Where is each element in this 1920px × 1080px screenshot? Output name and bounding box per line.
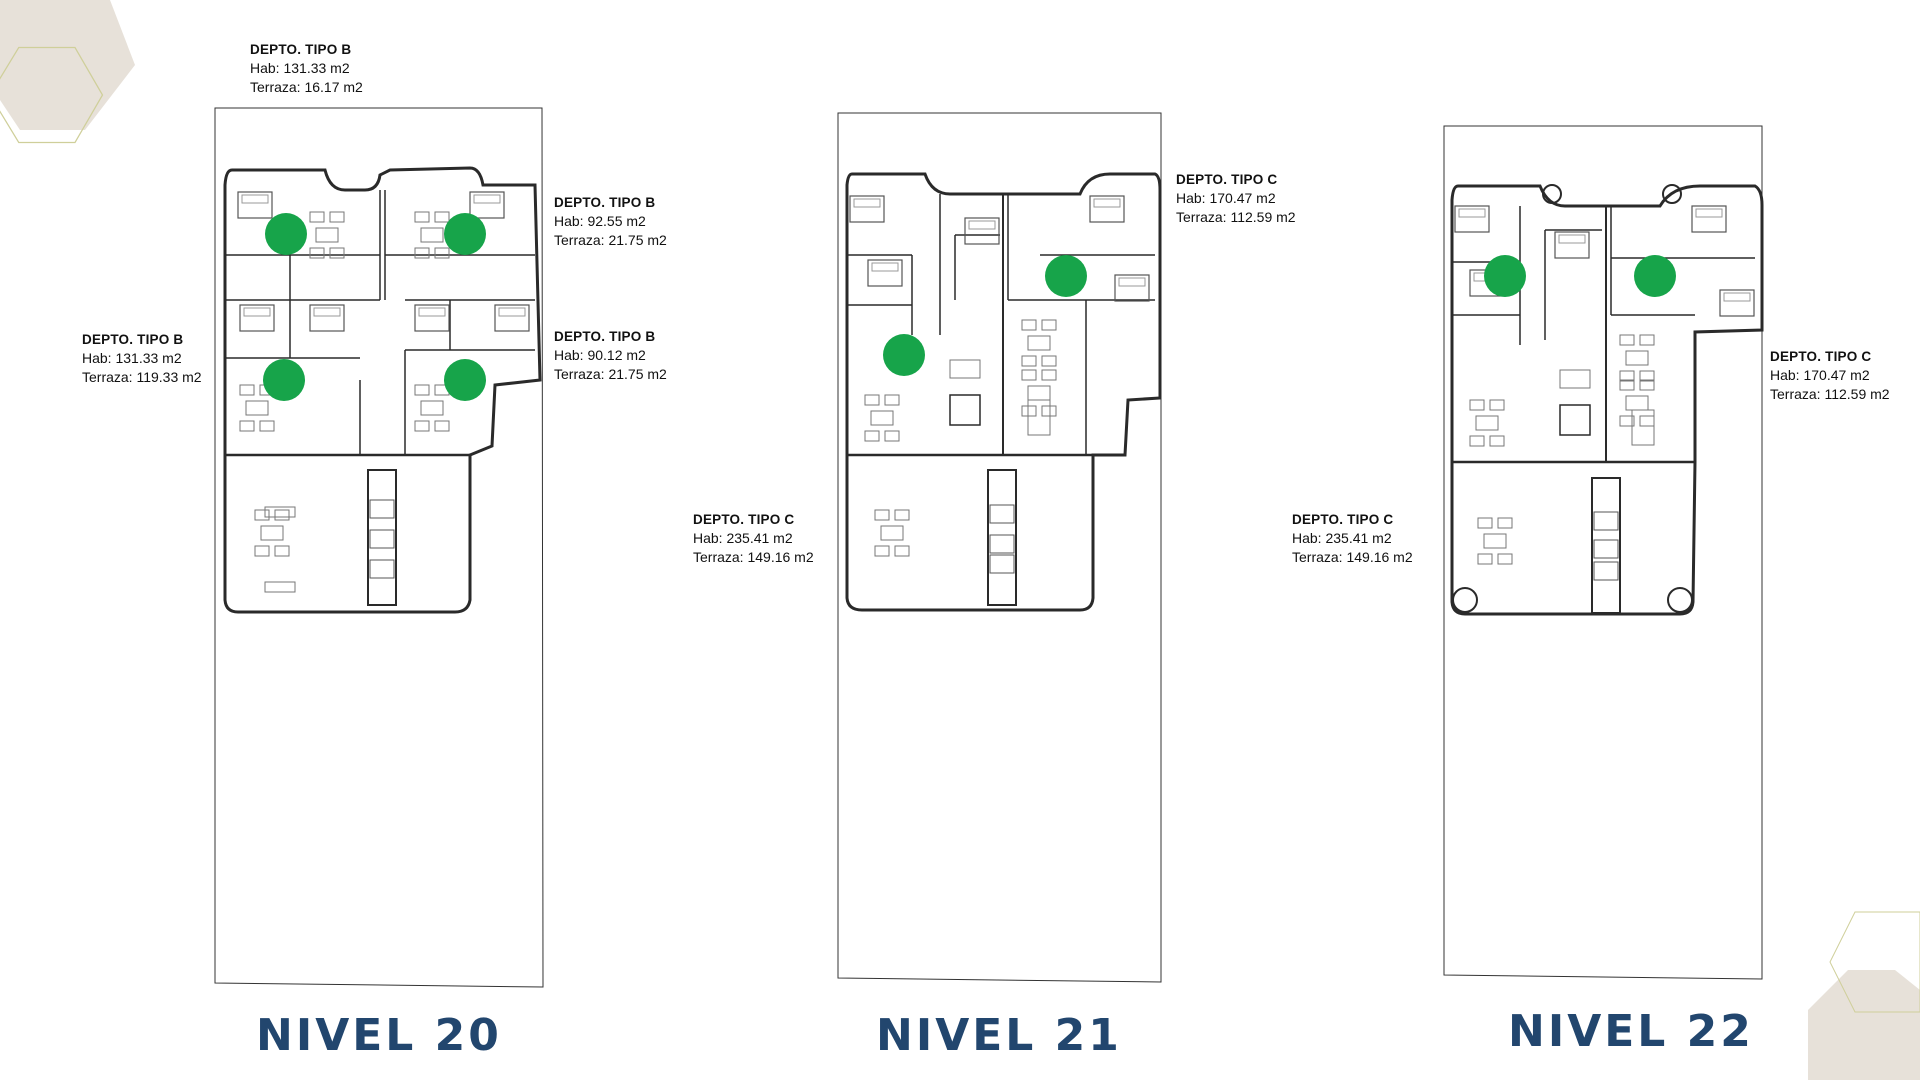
unit-marker[interactable] bbox=[883, 334, 925, 376]
unit-title: DEPTO. TIPO C bbox=[1176, 172, 1278, 187]
site-outline-nivel-20 bbox=[214, 107, 544, 988]
unit-label: DEPTO. TIPO C Hab: 235.41 m2 Terraza: 14… bbox=[693, 510, 814, 567]
plan-nivel-21 bbox=[837, 112, 1162, 983]
hexagon-top-left-outline bbox=[0, 46, 104, 144]
unit-label: DEPTO. TIPO C Hab: 170.47 m2 Terraza: 11… bbox=[1176, 170, 1296, 227]
unit-hab: Hab: 235.41 m2 bbox=[693, 530, 793, 546]
unit-hab: Hab: 170.47 m2 bbox=[1176, 190, 1276, 206]
unit-hab: Hab: 90.12 m2 bbox=[554, 347, 646, 363]
unit-terraza: Terraza: 119.33 m2 bbox=[82, 369, 202, 385]
unit-title: DEPTO. TIPO C bbox=[1292, 512, 1394, 527]
unit-label: DEPTO. TIPO B Hab: 131.33 m2 Terraza: 11… bbox=[82, 330, 202, 387]
unit-hab: Hab: 131.33 m2 bbox=[82, 350, 182, 366]
unit-marker[interactable] bbox=[1484, 255, 1526, 297]
unit-terraza: Terraza: 149.16 m2 bbox=[1292, 549, 1413, 565]
unit-label: DEPTO. TIPO B Hab: 131.33 m2 Terraza: 16… bbox=[250, 40, 363, 97]
unit-title: DEPTO. TIPO B bbox=[82, 332, 184, 347]
unit-hab: Hab: 131.33 m2 bbox=[250, 60, 350, 76]
unit-terraza: Terraza: 112.59 m2 bbox=[1770, 386, 1890, 402]
site-outline-nivel-22 bbox=[1443, 125, 1763, 980]
unit-marker[interactable] bbox=[444, 359, 486, 401]
unit-title: DEPTO. TIPO B bbox=[554, 195, 656, 210]
unit-marker[interactable] bbox=[1634, 255, 1676, 297]
unit-terraza: Terraza: 112.59 m2 bbox=[1176, 209, 1296, 225]
unit-terraza: Terraza: 21.75 m2 bbox=[554, 232, 667, 248]
hexagon-bottom-right-outline bbox=[1829, 911, 1920, 1013]
unit-hab: Hab: 92.55 m2 bbox=[554, 213, 646, 229]
unit-title: DEPTO. TIPO B bbox=[554, 329, 656, 344]
unit-title: DEPTO. TIPO C bbox=[1770, 349, 1872, 364]
unit-label: DEPTO. TIPO B Hab: 90.12 m2 Terraza: 21.… bbox=[554, 327, 667, 384]
unit-marker[interactable] bbox=[265, 213, 307, 255]
unit-label: DEPTO. TIPO B Hab: 92.55 m2 Terraza: 21.… bbox=[554, 193, 667, 250]
hexagon-bottom-right-fill bbox=[1808, 970, 1920, 1080]
walls-nivel-20 bbox=[223, 166, 542, 614]
unit-label: DEPTO. TIPO C Hab: 235.41 m2 Terraza: 14… bbox=[1292, 510, 1413, 567]
walls-nivel-22 bbox=[1450, 184, 1764, 616]
plan-nivel-20 bbox=[214, 107, 544, 988]
unit-terraza: Terraza: 21.75 m2 bbox=[554, 366, 667, 382]
unit-hab: Hab: 235.41 m2 bbox=[1292, 530, 1392, 546]
level-title-nivel-22: NIVEL 22 bbox=[1508, 1006, 1754, 1057]
level-title-nivel-20: NIVEL 20 bbox=[256, 1010, 502, 1061]
plan-nivel-22 bbox=[1443, 125, 1764, 980]
unit-terraza: Terraza: 16.17 m2 bbox=[250, 79, 363, 95]
unit-terraza: Terraza: 149.16 m2 bbox=[693, 549, 814, 565]
site-outline-nivel-21 bbox=[837, 112, 1162, 983]
unit-marker[interactable] bbox=[1045, 255, 1087, 297]
unit-title: DEPTO. TIPO C bbox=[693, 512, 795, 527]
walls-nivel-21 bbox=[845, 172, 1162, 612]
unit-label: DEPTO. TIPO C Hab: 170.47 m2 Terraza: 11… bbox=[1770, 347, 1890, 404]
unit-hab: Hab: 170.47 m2 bbox=[1770, 367, 1870, 383]
unit-marker[interactable] bbox=[444, 213, 486, 255]
unit-marker[interactable] bbox=[263, 359, 305, 401]
level-title-nivel-21: NIVEL 21 bbox=[876, 1010, 1122, 1061]
unit-title: DEPTO. TIPO B bbox=[250, 42, 352, 57]
